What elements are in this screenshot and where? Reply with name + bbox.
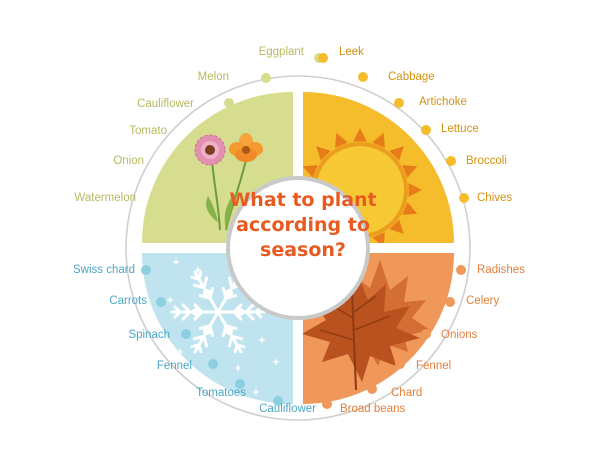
summer-dot-3 xyxy=(421,125,431,135)
autumn-item-chard: Chard xyxy=(391,387,423,399)
spring-item-cauliflower: Cauliflower xyxy=(137,98,194,110)
autumn-dot-3 xyxy=(395,359,405,369)
summer-dot-4 xyxy=(446,156,456,166)
autumn-dot-4 xyxy=(367,384,377,394)
winter-dot-2 xyxy=(181,329,191,339)
winter-dot-5 xyxy=(273,396,283,406)
center-title: What to plant according to season? xyxy=(228,188,378,263)
summer-item-artichoke: Artichoke xyxy=(419,96,467,108)
winter-dot-0 xyxy=(141,265,151,275)
center-circle xyxy=(226,176,370,320)
autumn-dot-5 xyxy=(322,399,332,409)
summer-dot-2 xyxy=(394,98,404,108)
spring-dot-4 xyxy=(171,156,181,166)
autumn-dot-2 xyxy=(421,329,431,339)
winter-dot-1 xyxy=(156,297,166,307)
autumn-dot-0 xyxy=(456,265,466,275)
spring-dot-5 xyxy=(150,193,160,203)
autumn-item-celery: Celery xyxy=(466,295,500,307)
summer-dot-5 xyxy=(459,193,469,203)
title-line-1: What to plant xyxy=(229,189,377,211)
spring-item-melon: Melon xyxy=(197,71,229,83)
maple-leaf-icon xyxy=(303,260,430,391)
outer-ring xyxy=(125,75,471,421)
autumn-item-onions: Onions xyxy=(441,329,478,341)
autumn-dot-1 xyxy=(445,297,455,307)
winter-item-fennel: Fennel xyxy=(156,360,192,372)
winter-dot-4 xyxy=(235,379,245,389)
spring-dot-3 xyxy=(197,125,207,135)
spring-item-tomato: Tomato xyxy=(129,125,167,137)
summer-dot-0 xyxy=(318,53,328,63)
summer-item-lettuce: Lettuce xyxy=(441,123,479,135)
spring-dot-2 xyxy=(224,98,234,108)
summer-item-leek: Leek xyxy=(339,46,364,58)
summer-item-broccoli: Broccoli xyxy=(466,155,507,167)
summer-item-chives: Chives xyxy=(477,192,513,204)
winter-item-spinach: Spinach xyxy=(128,329,170,341)
flowers-icon xyxy=(194,133,263,231)
winter-item-tomatoes: Tomatoes xyxy=(196,387,246,399)
spring-item-onion: Onion xyxy=(113,155,144,167)
winter-item-swiss-chard: Swiss chard xyxy=(73,264,135,276)
title-line-3: season? xyxy=(260,239,346,261)
autumn-item-fennel: Fennel xyxy=(416,360,452,372)
autumn-item-broad-beans: Broad beans xyxy=(340,403,406,415)
spring-item-watermelon: Watermelon xyxy=(74,192,136,204)
winter-item-cauliflower: Cauliflower xyxy=(259,403,316,415)
autumn-item-radishes: Radishes xyxy=(477,264,525,276)
title-line-2: according to xyxy=(236,214,370,236)
winter-dot-3 xyxy=(208,359,218,369)
winter-item-carrots: Carrots xyxy=(109,295,147,307)
spring-dot-1 xyxy=(261,73,271,83)
summer-dot-1 xyxy=(358,72,368,82)
spring-item-eggplant: Eggplant xyxy=(258,46,304,58)
summer-item-cabbage: Cabbage xyxy=(388,71,435,83)
